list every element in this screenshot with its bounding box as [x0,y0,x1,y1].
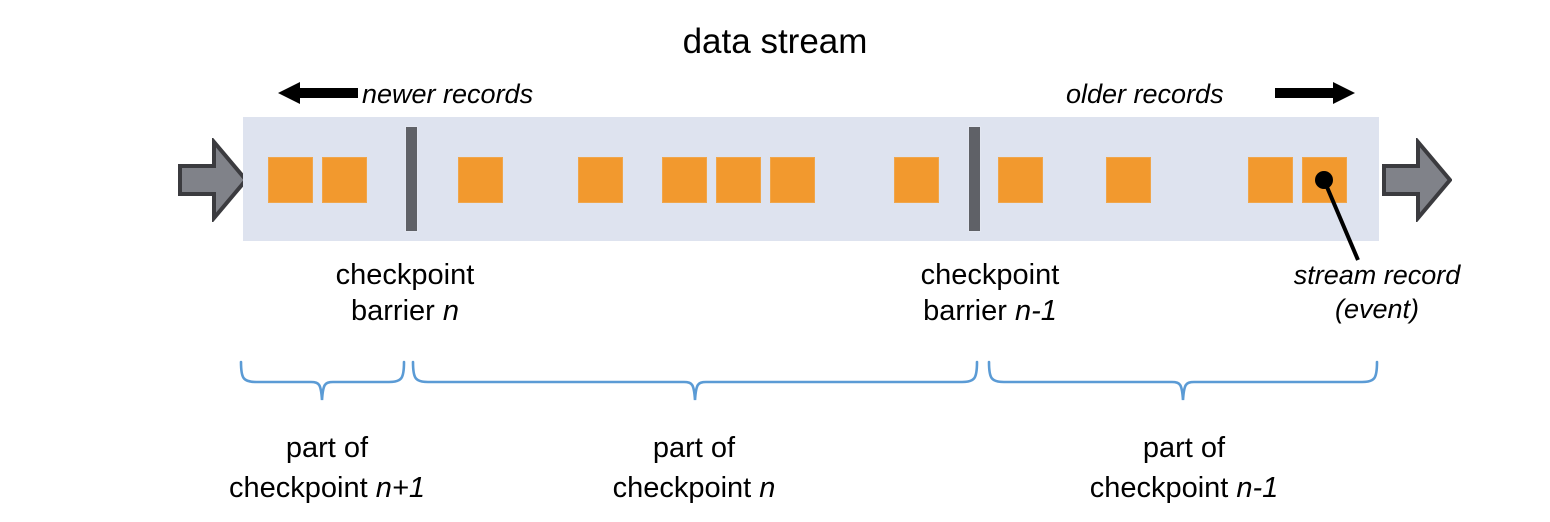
caption-prefix: barrier [351,295,443,327]
segment-prefix: checkpoint [229,472,376,504]
stream-record[interactable] [894,157,939,203]
stream-record[interactable] [662,157,707,203]
callout-line-2: (event) [1334,294,1420,324]
caption-index: n-1 [1014,295,1057,327]
segment-index: n [759,472,776,504]
stream-record[interactable] [770,157,815,203]
segment-index: n+1 [375,472,425,504]
stream-outlet-arrow-icon [1382,138,1452,222]
caption-line-2: barrier n-1 [840,293,1140,329]
segment-caption-checkpoint-n-plus-1: part of checkpoint n+1 [142,428,512,508]
stream-record[interactable] [716,157,761,203]
segment-line-1: part of [652,432,736,464]
older-records-label: older records [1066,79,1224,109]
brace-checkpoint-n-plus-1 [239,360,406,401]
stream-inlet-arrow-icon [178,138,248,222]
caption-prefix: barrier [923,295,1015,327]
stream-record[interactable] [268,157,313,203]
caption-line-1: checkpoint [335,259,475,291]
segment-line-1: part of [285,432,369,464]
stream-record-highlighted[interactable] [1302,157,1347,203]
segment-line-2: checkpoint n [509,468,879,508]
segment-prefix: checkpoint [1089,472,1237,504]
stream-record[interactable] [1106,157,1151,203]
arrow-right-icon [1275,82,1355,104]
segment-line-1: part of [1142,432,1226,464]
diagram-title: data stream [682,22,868,61]
segment-index: n-1 [1236,472,1279,504]
brace-checkpoint-n [411,360,979,401]
newer-records-label: newer records [362,79,534,109]
callout-leader-line [1315,171,1360,261]
stream-record[interactable] [322,157,367,203]
checkpoint-barrier-n-caption: checkpoint barrier n [255,257,555,329]
arrow-left-icon [278,82,358,104]
segment-caption-checkpoint-n: part of checkpoint n [509,428,879,508]
stream-record[interactable] [578,157,623,203]
brace-checkpoint-n-minus-1 [987,360,1379,401]
segment-line-2: checkpoint n+1 [142,468,512,508]
checkpoint-barrier-n-1[interactable] [968,126,981,232]
stream-record-callout: stream record (event) [1212,258,1542,326]
segment-line-2: checkpoint n-1 [999,468,1369,508]
caption-line-1: checkpoint [920,259,1060,291]
checkpoint-span-braces [239,360,1379,401]
callout-line-1: stream record [1293,260,1461,290]
stream-record[interactable] [998,157,1043,203]
checkpoint-barrier-n[interactable] [405,126,418,232]
stream-record[interactable] [458,157,503,203]
caption-index: n [442,295,459,327]
segment-prefix: checkpoint [612,472,760,504]
segment-caption-checkpoint-n-minus-1: part of checkpoint n-1 [999,428,1369,508]
stream-record[interactable] [1248,157,1293,203]
caption-line-2: barrier n [255,293,555,329]
checkpoint-barrier-n-1-caption: checkpoint barrier n-1 [840,257,1140,329]
